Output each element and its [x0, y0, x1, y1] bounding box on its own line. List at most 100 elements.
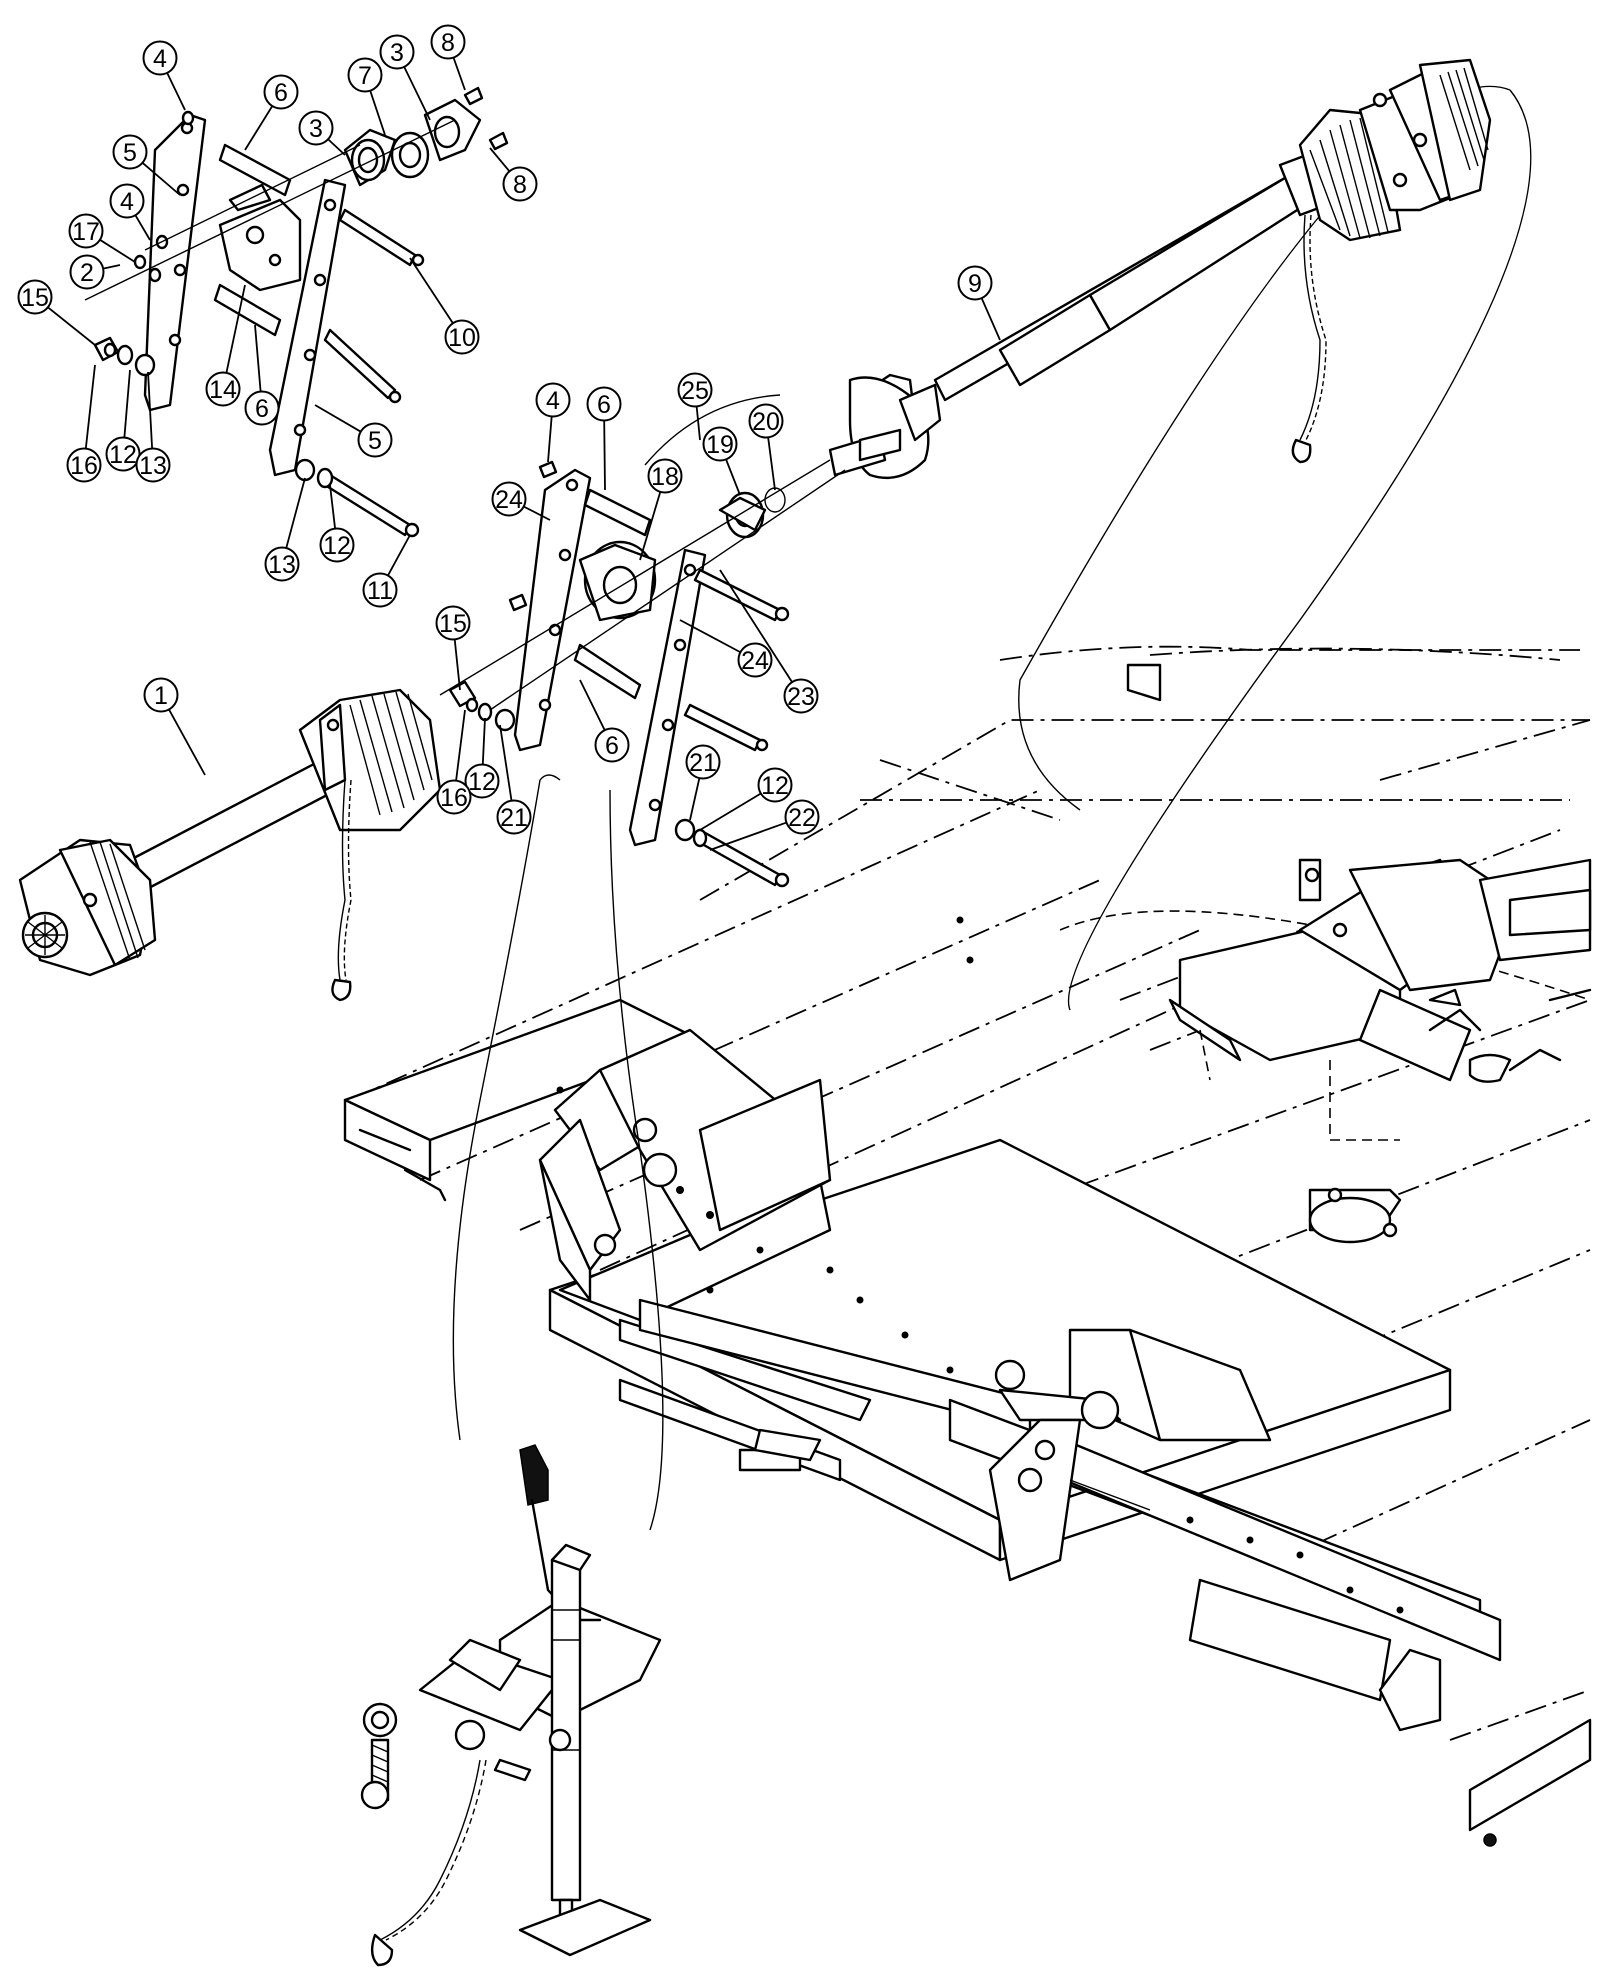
callout-leader-12 — [329, 484, 336, 529]
callout-12: 12 — [319, 527, 355, 563]
callout-leader-6 — [254, 324, 262, 392]
callout-leader-22 — [709, 821, 787, 851]
callout-number: 10 — [448, 324, 476, 352]
callout-16: 16 — [66, 447, 102, 483]
callout-number: 15 — [21, 284, 49, 312]
callout-circle — [677, 372, 713, 408]
callout-11: 11 — [362, 572, 398, 608]
callout-13: 13 — [135, 447, 171, 483]
callout-circle — [702, 426, 738, 462]
callout-number: 1 — [154, 682, 168, 710]
callout-circle — [143, 677, 179, 713]
callout-leader-21 — [499, 724, 513, 801]
callout-circle — [496, 799, 532, 835]
callout-leader-4 — [547, 416, 553, 463]
callout-leader-12 — [123, 369, 131, 438]
callout-leader-8 — [452, 57, 466, 91]
callout-number: 2 — [80, 259, 94, 287]
callout-12: 12 — [757, 767, 793, 803]
callout-number: 8 — [441, 29, 455, 57]
callout-15: 15 — [17, 279, 53, 315]
callout-number: 14 — [209, 376, 237, 404]
callout-leader-18 — [639, 491, 662, 561]
callout-number: 15 — [439, 610, 467, 638]
callout-circle — [68, 213, 104, 249]
front-hinge-assembly — [538, 1028, 832, 1302]
callout-circle — [784, 799, 820, 835]
hitch-clevis — [360, 1428, 822, 1810]
callout-circle — [205, 371, 241, 407]
callout-leader-12 — [699, 792, 762, 831]
callout-9: 9 — [957, 265, 993, 301]
callout-leader-21 — [689, 777, 701, 821]
callout-20: 20 — [748, 403, 784, 439]
callout-14: 14 — [205, 371, 241, 407]
callout-circle — [66, 447, 102, 483]
callout-circle — [263, 74, 299, 110]
callout-24: 24 — [491, 481, 527, 517]
callout-number: 19 — [706, 431, 734, 459]
callout-number: 22 — [788, 804, 816, 832]
gearbox-detail-inset — [1059, 858, 1592, 1141]
callout-circle — [142, 40, 178, 76]
callout-13: 13 — [264, 546, 300, 582]
callout-leader-6 — [244, 105, 274, 151]
callout-4: 4 — [109, 183, 145, 219]
callout-leader-20 — [767, 437, 776, 491]
callout-number: 12 — [761, 772, 789, 800]
callout-leader-5 — [314, 404, 362, 433]
callout-25: 25 — [677, 372, 713, 408]
callout-leader-13 — [285, 477, 306, 549]
callout-circle — [347, 57, 383, 93]
callout-leader-11 — [387, 534, 411, 576]
callout-leader-14 — [225, 284, 246, 374]
callout-19: 19 — [702, 426, 738, 462]
callout-circle — [264, 546, 300, 582]
callout-circle — [491, 481, 527, 517]
callout-circle — [502, 166, 538, 202]
callout-number: 3 — [309, 115, 323, 143]
callout-2: 2 — [69, 254, 105, 290]
callout-number: 12 — [468, 768, 496, 796]
callout-6: 6 — [244, 390, 280, 426]
callout-circle — [535, 382, 571, 418]
callout-21: 21 — [496, 799, 532, 835]
upper-support-bracket — [84, 86, 509, 538]
rear-hinge-assembly — [988, 1328, 1272, 1582]
callout-number: 18 — [651, 463, 679, 491]
callout-circle — [430, 24, 466, 60]
callout-leader-24 — [679, 619, 741, 654]
callout-circle — [298, 110, 334, 146]
callout-5: 5 — [357, 422, 393, 458]
callout-leader-6 — [579, 679, 606, 731]
callout-number: 17 — [72, 218, 100, 246]
gearbox-shield-lower — [1126, 663, 1402, 1244]
callout-circle — [362, 572, 398, 608]
callout-leader-16 — [84, 364, 96, 449]
callout-22: 22 — [784, 799, 820, 835]
callout-leader-6 — [603, 420, 606, 491]
callout-3: 3 — [379, 34, 415, 70]
callout-leader-1 — [168, 709, 206, 776]
callout-leader-19 — [725, 459, 741, 496]
callout-number: 6 — [605, 732, 619, 760]
jack-stand — [518, 1543, 652, 1957]
callout-24: 24 — [737, 642, 773, 678]
callout-number: 4 — [120, 188, 134, 216]
callout-4: 4 — [142, 40, 178, 76]
callout-circle — [783, 678, 819, 714]
callout-number: 4 — [153, 45, 167, 73]
callout-21: 21 — [685, 744, 721, 780]
callout-circle — [17, 279, 53, 315]
callout-leader-7 — [369, 90, 386, 136]
callout-number: 11 — [367, 577, 393, 605]
callout-4: 4 — [535, 382, 571, 418]
callout-leader-17 — [99, 239, 136, 263]
callout-leader-25 — [695, 406, 701, 441]
callout-circle — [586, 386, 622, 422]
callout-leader-2 — [102, 264, 121, 270]
callout-number: 9 — [968, 270, 982, 298]
callout-leader-8 — [489, 147, 511, 172]
callout-6: 6 — [594, 727, 630, 763]
callout-number: 20 — [752, 408, 780, 436]
